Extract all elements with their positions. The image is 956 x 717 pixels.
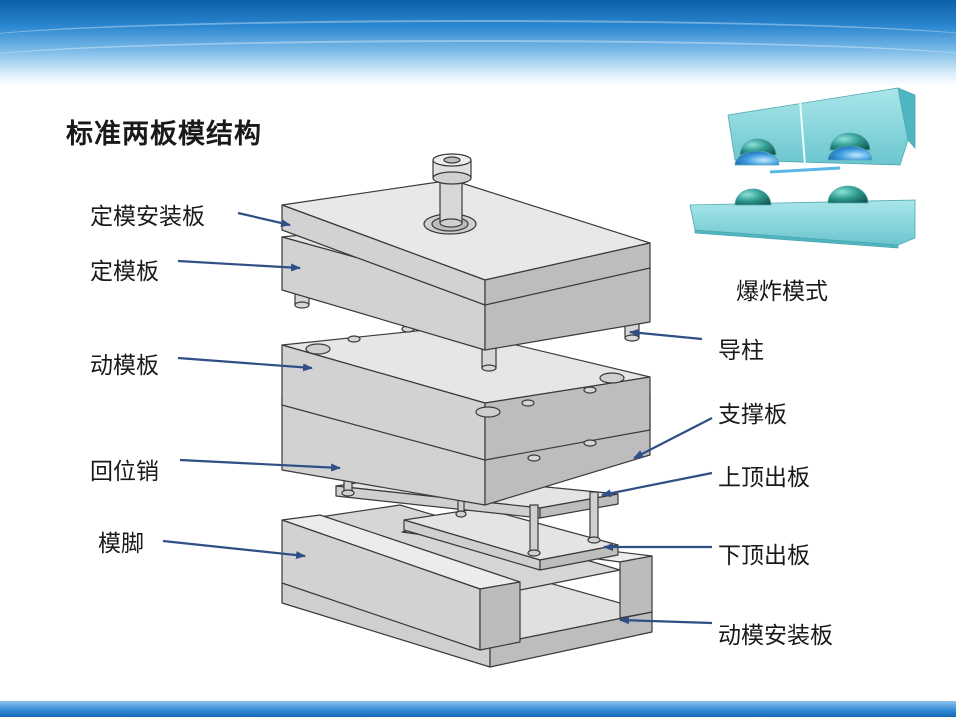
- page-title: 标准两板模结构: [66, 119, 262, 150]
- arrow-moving-plate: [177, 356, 313, 372]
- fixed-clamp-plate: [281, 179, 651, 306]
- lower-ejector-plate: [403, 507, 619, 571]
- arrow-support-plate: [633, 417, 713, 459]
- arrow-fixed-clamp: [237, 211, 291, 227]
- arrow-mold-foot: [162, 539, 306, 560]
- sprue-bushing: [432, 153, 472, 228]
- footer-band: [0, 701, 956, 717]
- exploded-view-image: [689, 87, 916, 249]
- label-fixed-clamp-plate: 定模安装板: [90, 204, 205, 230]
- header-wave: [0, 40, 956, 82]
- label-guide-pillar: 导柱: [718, 338, 764, 364]
- label-moving-plate: 动模板: [90, 353, 159, 379]
- moving-plate: [281, 325, 651, 462]
- arrow-fixed-plate: [177, 259, 301, 272]
- label-return-pin: 回位销: [90, 459, 159, 485]
- label-lower-ejector-plate: 下顶出板: [718, 543, 810, 569]
- arrow-guide-pillar: [629, 328, 703, 341]
- label-exploded-mode: 爆炸模式: [736, 279, 828, 305]
- label-upper-ejector-plate: 上顶出板: [718, 465, 810, 491]
- header-band: [0, 0, 956, 86]
- label-support-plate: 支撑板: [718, 402, 787, 428]
- arrow-moving-clamp: [619, 616, 713, 625]
- arrow-return-pin: [179, 458, 341, 472]
- header-wave: [0, 20, 956, 62]
- label-moving-clamp-plate: 动模安装板: [718, 623, 833, 649]
- label-fixed-plate: 定模板: [90, 259, 159, 285]
- arrow-upper-ejector: [601, 471, 713, 498]
- label-mold-foot: 模脚: [98, 531, 144, 557]
